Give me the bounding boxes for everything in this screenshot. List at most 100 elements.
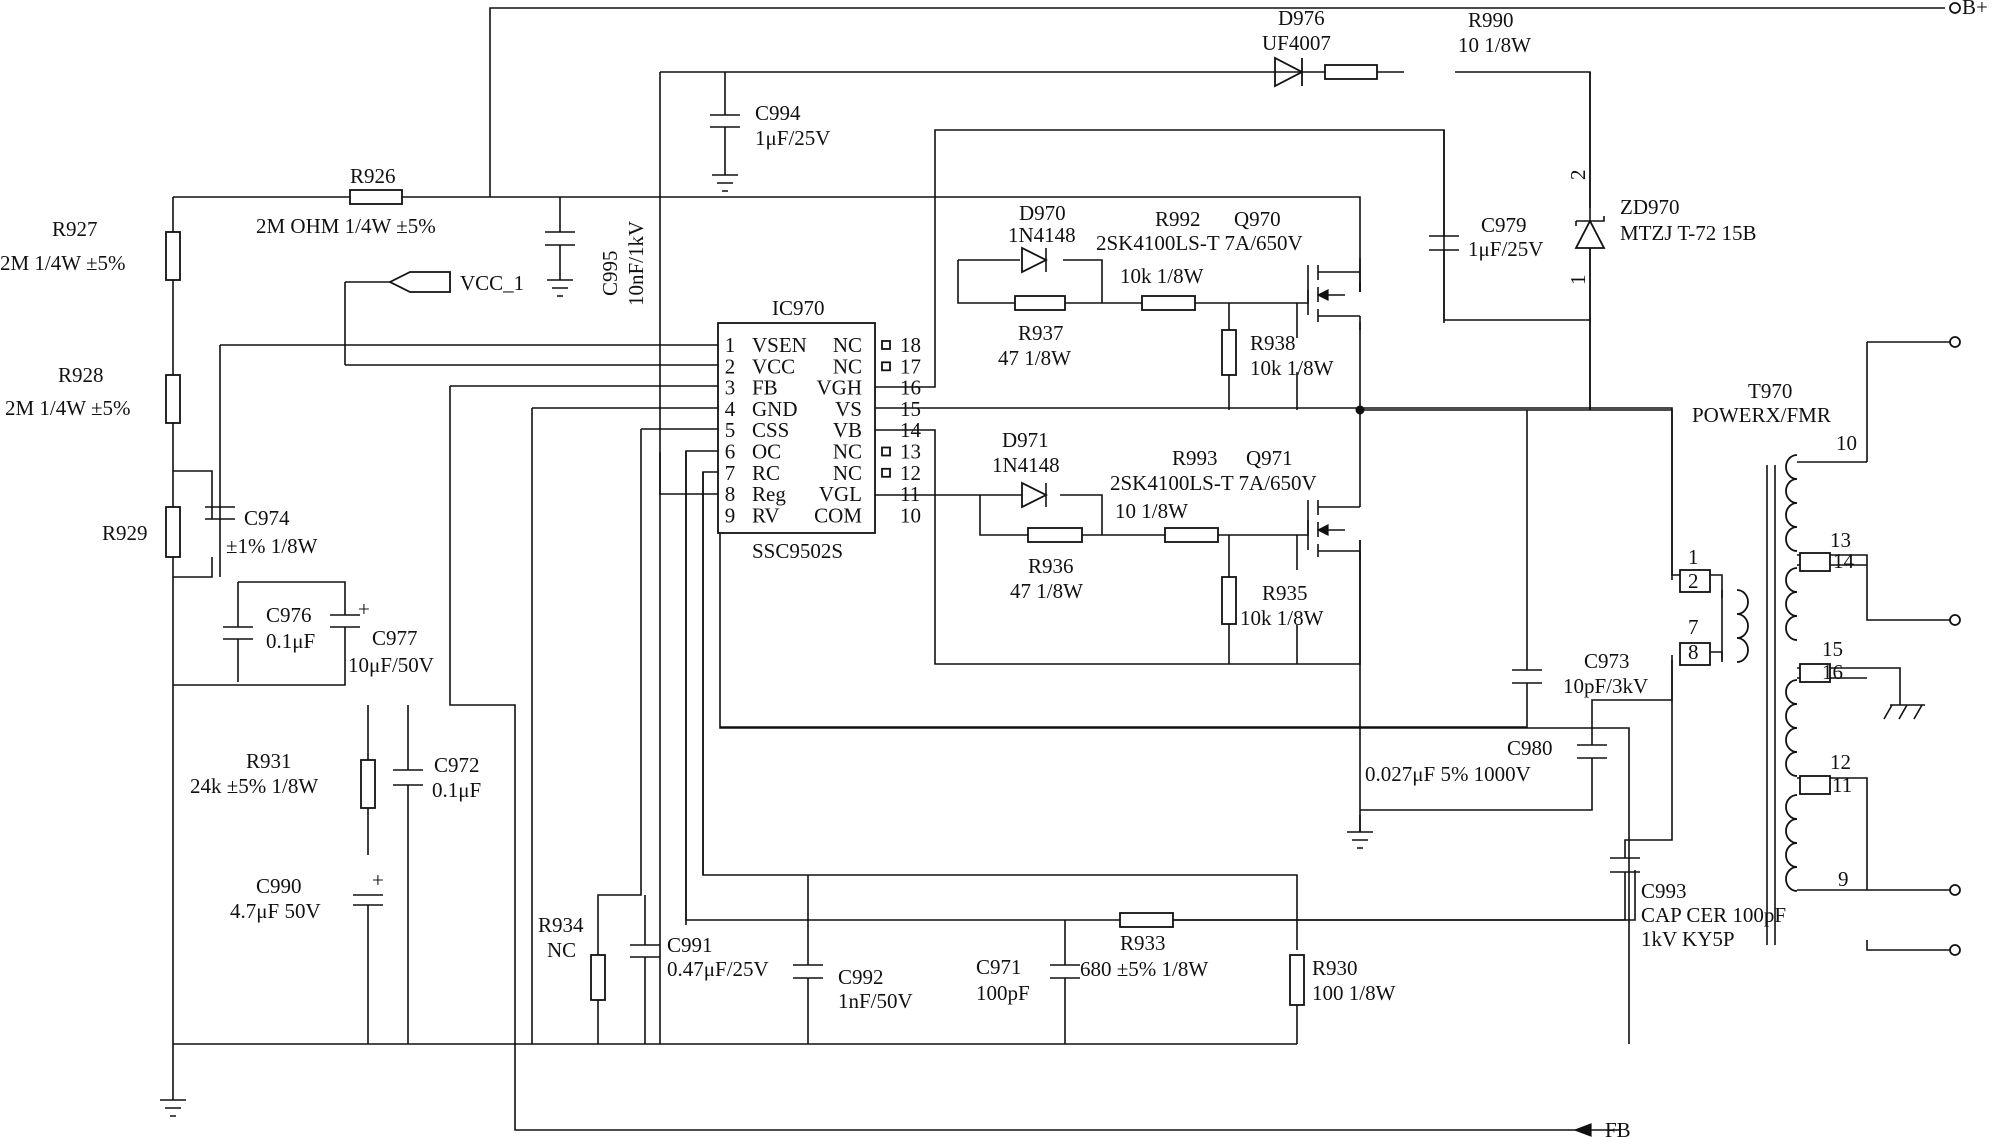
r935-value: 10k 1/8W xyxy=(1240,606,1324,630)
t970-value: POWERX/FMR xyxy=(1692,403,1831,427)
c993-value-1: CAP CER 100pF xyxy=(1641,903,1786,927)
c977-polarity: + xyxy=(358,597,370,621)
ic-pin-number-13: 13 xyxy=(900,440,921,464)
ic-pin-number-18: 18 xyxy=(900,333,921,357)
c980-plates xyxy=(1577,744,1607,759)
c990-polarity: + xyxy=(372,868,384,892)
ic-pin-name-9: RV xyxy=(752,503,780,527)
zd970-value: MTZJ T-72 15B xyxy=(1620,221,1757,245)
t970-pin-9: 9 xyxy=(1838,867,1849,891)
r928-value: 2M 1/4W ±5% xyxy=(5,396,130,420)
ic-pin-name-8: Reg xyxy=(752,482,786,506)
c991-ref: C991 xyxy=(667,933,713,957)
t970-pin-14: 14 xyxy=(1833,549,1855,573)
c980-value: 0.027μF 5% 1000V xyxy=(1365,762,1531,786)
t970-pin-7: 7 xyxy=(1688,615,1699,639)
junction-dot xyxy=(1355,405,1365,415)
ic-pin-name-1: VSEN xyxy=(752,333,807,357)
ic-nc-marker-13 xyxy=(881,446,891,457)
r926-body xyxy=(349,189,403,205)
d976-value: UF4007 xyxy=(1262,31,1331,55)
ic-pin-number-10: 10 xyxy=(900,503,921,527)
ic-nc-marker-18 xyxy=(881,340,891,350)
c980-ref: C980 xyxy=(1507,736,1553,760)
c974-ref: C974 xyxy=(244,506,290,530)
d976-ref: D976 xyxy=(1278,6,1325,30)
c973-ref: C973 xyxy=(1584,649,1630,673)
r931-body xyxy=(360,759,376,809)
c994-value: 1μF/25V xyxy=(755,126,830,150)
r933-ref: R933 xyxy=(1120,931,1166,955)
c993-plates xyxy=(1610,857,1640,873)
r990-body xyxy=(1324,64,1378,80)
c990-plates xyxy=(353,894,383,906)
ic-pin-number-8: 8 xyxy=(725,482,736,506)
ic-pin-name-16: VGH xyxy=(817,376,863,400)
ic-pin-name-18: NC xyxy=(833,333,862,357)
r930-body xyxy=(1289,954,1305,1006)
c992-value: 1nF/50V xyxy=(838,989,913,1013)
r931-ref: R931 xyxy=(246,749,292,773)
c971-ref: C971 xyxy=(976,955,1022,979)
t970-pin-1: 1 xyxy=(1688,545,1699,569)
t970-ref: T970 xyxy=(1748,379,1792,403)
d971-symbol xyxy=(1021,481,1049,509)
q971-ref: Q971 xyxy=(1246,446,1293,470)
t970-transformer xyxy=(1679,454,1831,945)
r936-body xyxy=(1027,527,1083,543)
zd970-ref: ZD970 xyxy=(1620,195,1680,219)
t970-pin-15: 15 xyxy=(1822,637,1843,661)
ic-pin-name-17: NC xyxy=(833,354,862,378)
c995-ref: C995 xyxy=(598,250,622,296)
c976-ref: C976 xyxy=(266,603,312,627)
c990-value: 4.7μF 50V xyxy=(230,899,321,923)
ic-pin-name-3: FB xyxy=(752,376,778,400)
r993-body xyxy=(1164,527,1219,543)
ic-pin-number-16: 16 xyxy=(900,376,921,400)
ic-pin-name-5: CSS xyxy=(752,418,789,442)
r934-value: NC xyxy=(547,938,576,962)
r938-value: 10k 1/8W xyxy=(1250,356,1334,380)
ic-pin-name-15: VS xyxy=(835,397,862,421)
r938-body xyxy=(1221,329,1237,376)
r937-body xyxy=(1014,295,1066,311)
ic-pin-number-12: 12 xyxy=(900,461,921,485)
r992-value: 10k 1/8W xyxy=(1120,264,1204,288)
ic-pin-number-5: 5 xyxy=(725,418,736,442)
r934-body xyxy=(590,954,606,1001)
ic-pin-name-12: NC xyxy=(833,461,862,485)
r936-value: 47 1/8W xyxy=(1010,579,1083,603)
c992-ref: C992 xyxy=(838,965,884,989)
c972-ref: C972 xyxy=(434,753,480,777)
diodes xyxy=(1021,56,1606,509)
ic-pin-number-9: 9 xyxy=(725,503,736,527)
r935-ref: R935 xyxy=(1262,581,1308,605)
r992-body xyxy=(1141,295,1196,311)
c995-plates xyxy=(545,231,575,246)
c991-value: 0.47μF/25V xyxy=(667,957,769,981)
r933-body xyxy=(1119,912,1174,928)
r990-value: 10 1/8W xyxy=(1458,33,1531,57)
t970-pin-11: 11 xyxy=(1832,773,1852,797)
ic-pin-name-13: NC xyxy=(833,440,862,464)
ic-pin-name-2: VCC xyxy=(752,354,795,378)
ic-nc-marker-12 xyxy=(881,467,891,478)
r929-ref: R929 xyxy=(102,521,148,545)
ic-pin-name-11: VGL xyxy=(819,482,862,506)
c994-plates xyxy=(710,114,740,128)
ic-pin-name-6: OC xyxy=(752,440,781,464)
ic-pin-number-1: 1 xyxy=(725,333,736,357)
r927-body xyxy=(165,231,181,281)
transformer-pin-labels: 10 13 14 15 16 12 11 9 1 2 7 8 xyxy=(1688,431,1857,891)
r933-value: 680 ±5% 1/8W xyxy=(1080,957,1208,981)
r993-value: 10 1/8W xyxy=(1115,499,1188,523)
r934-ref: R934 xyxy=(538,913,584,937)
ic-pin-name-4: GND xyxy=(752,397,798,421)
t970-pin-13: 13 xyxy=(1830,528,1851,552)
r926-ref: R926 xyxy=(350,164,396,188)
r927-ref: R927 xyxy=(52,217,98,241)
c972-plates xyxy=(393,769,423,786)
